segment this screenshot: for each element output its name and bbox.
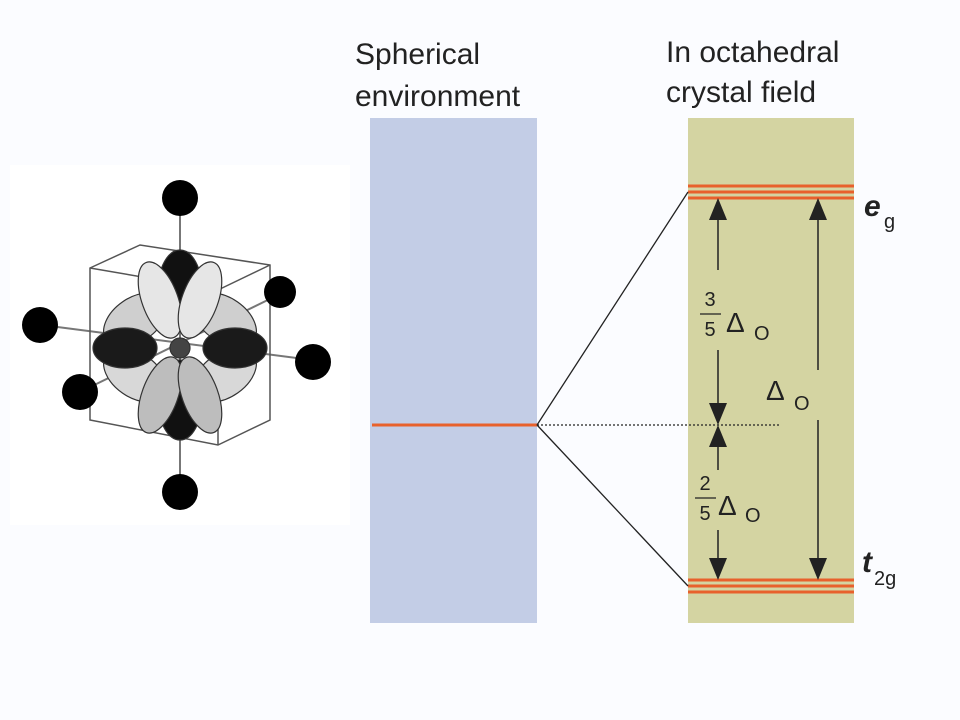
three-fifths-label: 3 5 Δ O [700,289,770,345]
orbital-model-icon [10,165,350,525]
svg-text:2g: 2g [874,568,896,590]
svg-text:Δ: Δ [766,375,785,406]
octahedral-header-line1: In octahedral [666,36,840,69]
svg-text:e: e [864,190,881,223]
eg-level [688,184,854,200]
octahedral-header-line2: crystal field [666,76,817,109]
svg-text:2: 2 [699,473,710,495]
svg-text:O: O [745,505,761,527]
svg-text:5: 5 [704,319,715,341]
svg-text:Δ: Δ [718,490,737,521]
svg-text:O: O [794,393,810,415]
t2g-label: t 2g [862,546,896,590]
svg-text:Δ: Δ [726,307,745,338]
octahedral-band [688,118,854,623]
svg-text:3: 3 [704,289,715,311]
svg-text:O: O [754,323,770,345]
delta-o-label: Δ O [766,375,810,415]
eg-label: e g [864,190,895,233]
svg-text:5: 5 [699,503,710,525]
spherical-header-line2: environment [355,80,521,113]
spherical-header-line1: Spherical [355,38,481,71]
t2g-level [688,578,854,594]
split-line-upper [536,191,689,426]
split-line-lower [536,424,689,587]
spherical-band [370,118,537,623]
svg-text:t: t [862,546,874,579]
two-fifths-label: 2 5 Δ O [695,473,761,527]
svg-text:g: g [884,211,895,233]
